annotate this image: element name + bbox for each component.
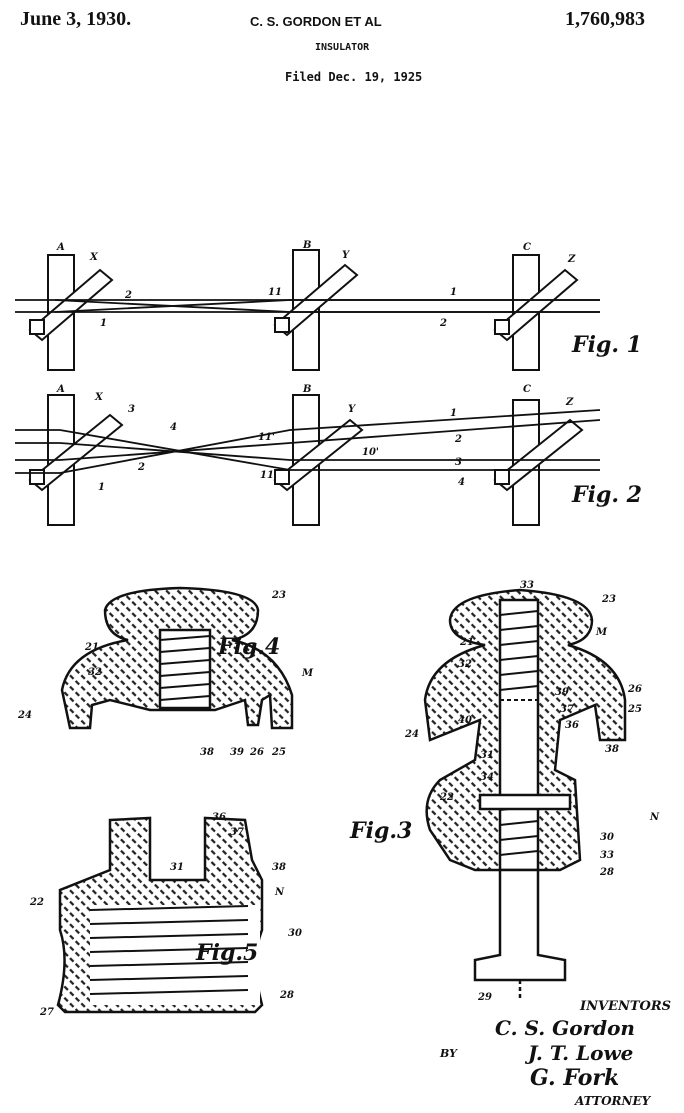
svg-text:30: 30 bbox=[600, 832, 614, 843]
patent-date: June 3, 1930. bbox=[20, 8, 132, 30]
svg-text:C: C bbox=[523, 242, 531, 253]
svg-text:33: 33 bbox=[520, 580, 534, 591]
svg-text:22: 22 bbox=[29, 897, 44, 908]
svg-text:1: 1 bbox=[98, 482, 105, 493]
svg-text:32: 32 bbox=[88, 667, 102, 678]
fig-4-caption: Fig.4 bbox=[217, 634, 280, 660]
svg-text:23: 23 bbox=[601, 594, 616, 605]
attorney-label: ATTORNEY bbox=[574, 1094, 652, 1108]
figure-3-labels: 33 23 M 21 32 39 26 40 25 24 37 31 36 34… bbox=[349, 580, 660, 1003]
svg-text:25: 25 bbox=[627, 704, 642, 715]
svg-text:24: 24 bbox=[17, 710, 32, 721]
svg-text:X: X bbox=[89, 252, 99, 263]
pole-b bbox=[273, 249, 359, 371]
svg-text:11': 11' bbox=[258, 432, 275, 443]
figure-2 bbox=[15, 394, 601, 526]
svg-text:27: 27 bbox=[39, 1007, 54, 1018]
svg-text:11: 11 bbox=[260, 470, 274, 481]
svg-text:28: 28 bbox=[599, 867, 614, 878]
svg-text:26: 26 bbox=[627, 684, 642, 695]
svg-text:31: 31 bbox=[170, 862, 184, 873]
svg-text:30: 30 bbox=[288, 928, 302, 939]
svg-text:25: 25 bbox=[271, 747, 286, 758]
svg-text:Z: Z bbox=[565, 397, 574, 408]
svg-text:33: 33 bbox=[600, 850, 614, 861]
signature-block: INVENTORS C. S. Gordon J. T. Lowe BY G. … bbox=[439, 999, 671, 1108]
svg-text:38: 38 bbox=[200, 747, 214, 758]
figure-1-labels: A X B Y C Z 11 2 1 1 2 Fig. 1 bbox=[56, 240, 642, 358]
fig-1-caption: Fig. 1 bbox=[571, 332, 642, 358]
figure-3 bbox=[423, 588, 627, 1000]
svg-text:3: 3 bbox=[455, 457, 462, 468]
fig-5-caption: Fig.5 bbox=[195, 940, 258, 966]
fig-2-caption: Fig. 2 bbox=[571, 482, 642, 508]
svg-text:39: 39 bbox=[555, 687, 569, 698]
svg-text:M: M bbox=[301, 668, 314, 679]
svg-text:B: B bbox=[302, 384, 311, 395]
svg-text:4: 4 bbox=[170, 422, 177, 433]
svg-text:39: 39 bbox=[230, 747, 244, 758]
svg-text:32: 32 bbox=[458, 659, 472, 670]
svg-text:A: A bbox=[56, 242, 65, 253]
svg-text:37: 37 bbox=[230, 827, 244, 838]
by-label: BY bbox=[439, 1047, 458, 1060]
patent-number: 1,760,983 bbox=[565, 8, 645, 30]
svg-text:23: 23 bbox=[271, 590, 286, 601]
svg-text:1: 1 bbox=[450, 408, 457, 419]
svg-text:38: 38 bbox=[605, 744, 619, 755]
figure-5-labels: 36 37 31 38 22 N 30 28 27 Fig.5 bbox=[29, 812, 302, 1018]
svg-text:C: C bbox=[523, 384, 531, 395]
svg-text:22: 22 bbox=[439, 792, 454, 803]
wires bbox=[15, 299, 600, 313]
svg-text:N: N bbox=[274, 887, 285, 898]
svg-text:2: 2 bbox=[124, 290, 132, 301]
svg-text:2: 2 bbox=[439, 318, 447, 329]
inventors-label: INVENTORS bbox=[579, 999, 671, 1014]
svg-text:24: 24 bbox=[404, 729, 419, 740]
svg-text:N: N bbox=[649, 812, 660, 823]
svg-text:34: 34 bbox=[480, 772, 494, 783]
svg-text:36: 36 bbox=[565, 720, 579, 731]
svg-text:2: 2 bbox=[454, 434, 462, 445]
svg-text:31: 31 bbox=[480, 750, 494, 761]
svg-text:1: 1 bbox=[450, 287, 457, 298]
svg-text:3: 3 bbox=[128, 404, 135, 415]
svg-text:28: 28 bbox=[279, 990, 294, 1001]
svg-text:36: 36 bbox=[212, 812, 226, 823]
figure-2-labels: A X 3 4 1 2 B Y 11' 10' 11 C Z 1 2 3 4 F… bbox=[56, 384, 642, 508]
svg-text:37: 37 bbox=[560, 704, 574, 715]
svg-text:38: 38 bbox=[272, 862, 286, 873]
figure-4 bbox=[60, 586, 294, 730]
svg-text:4: 4 bbox=[458, 477, 465, 488]
svg-text:A: A bbox=[56, 384, 65, 395]
svg-text:21: 21 bbox=[84, 642, 99, 653]
attorney-signature: G. Fork bbox=[530, 1065, 619, 1091]
svg-text:29: 29 bbox=[477, 992, 492, 1003]
filed-date: Filed Dec. 19, 1925 bbox=[285, 70, 423, 84]
figure-1 bbox=[15, 249, 600, 371]
figure-4-labels: 23 21 32 M 24 38 39 26 25 Fig.4 bbox=[17, 590, 314, 758]
svg-text:X: X bbox=[94, 392, 104, 403]
svg-text:M: M bbox=[595, 627, 608, 638]
svg-text:Y: Y bbox=[342, 250, 350, 261]
figure-5 bbox=[56, 816, 264, 1014]
svg-text:B: B bbox=[302, 240, 311, 251]
inventor-name-gordon: C. S. Gordon bbox=[495, 1016, 635, 1040]
svg-text:10': 10' bbox=[362, 447, 379, 458]
svg-text:40: 40 bbox=[458, 715, 472, 726]
inventor-name-lowe: J. T. Lowe bbox=[524, 1041, 633, 1065]
patent-title: INSULATOR bbox=[315, 42, 370, 53]
svg-text:26: 26 bbox=[249, 747, 264, 758]
inventor-heading: C. S. GORDON ET AL bbox=[250, 14, 382, 29]
svg-text:1: 1 bbox=[100, 318, 107, 329]
svg-text:21: 21 bbox=[459, 637, 474, 648]
svg-text:2: 2 bbox=[137, 462, 145, 473]
svg-text:Z: Z bbox=[567, 254, 576, 265]
svg-text:11: 11 bbox=[268, 287, 282, 298]
fig-3-caption: Fig.3 bbox=[349, 818, 412, 844]
svg-text:Y: Y bbox=[348, 404, 356, 415]
